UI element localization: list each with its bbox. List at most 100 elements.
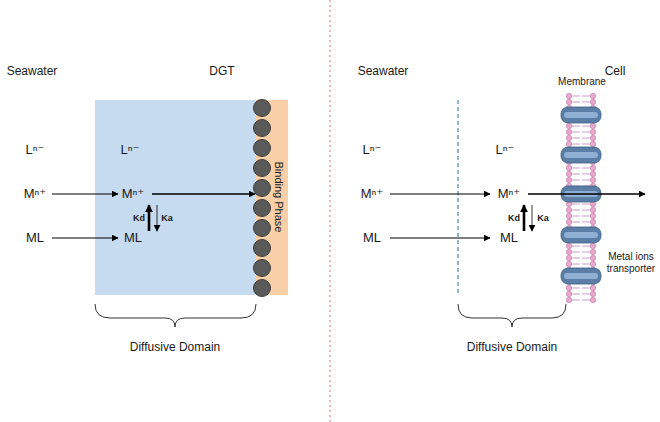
- rate-constant: Kd: [508, 213, 520, 223]
- transporter-label: Metal ions transporter: [604, 251, 658, 274]
- panel-title: Seawater: [7, 65, 58, 79]
- lipid-head: [590, 129, 595, 134]
- dissociation-arrow: [148, 205, 151, 231]
- lipid-head: [566, 219, 571, 224]
- transporter-protein: [561, 227, 601, 243]
- lipid-head: [566, 165, 571, 170]
- lipid-tail: [582, 294, 591, 295]
- flux-arrow: [390, 238, 490, 239]
- binding-bead: [254, 120, 271, 137]
- lipid-head: [566, 93, 571, 98]
- association-arrow: [532, 205, 533, 231]
- lipid-head: [590, 123, 595, 128]
- domain-bracket: [95, 304, 256, 327]
- lipid-tail: [582, 216, 591, 217]
- flux-arrow: [52, 238, 118, 239]
- binding-bead: [254, 200, 271, 217]
- lipid-tail: [571, 144, 580, 145]
- lipid-tail: [582, 96, 591, 97]
- lipid-tail: [582, 210, 591, 211]
- lipid-head: [590, 141, 595, 146]
- domain-bracket: [458, 304, 566, 327]
- diffusion-boundary: [457, 100, 458, 295]
- lipid-tail: [582, 288, 591, 289]
- lipid-head: [566, 255, 571, 260]
- lipid-tail: [571, 288, 580, 289]
- lipid-tail: [571, 222, 580, 223]
- panel-divider: [330, 0, 331, 422]
- species-label: Mⁿ⁺: [361, 187, 383, 202]
- transporter-protein: [561, 107, 601, 123]
- lipid-head: [566, 285, 571, 290]
- lipid-head: [566, 207, 571, 212]
- binding-bead: [254, 160, 271, 177]
- lipid-head: [566, 249, 571, 254]
- binding-bead: [254, 100, 271, 117]
- lipid-tail: [571, 132, 580, 133]
- lipid-tail: [571, 168, 580, 169]
- lipid-tail: [571, 294, 580, 295]
- uptake-arrow: [528, 193, 645, 195]
- lipid-head: [590, 99, 595, 104]
- membrane-label: Membrane: [558, 76, 606, 88]
- lipid-head: [590, 285, 595, 290]
- lipid-tail: [571, 264, 580, 265]
- lipid-tail: [582, 246, 591, 247]
- species-label: Mⁿ⁺: [498, 187, 520, 202]
- transporter-band: [564, 112, 598, 118]
- lipid-head: [590, 165, 595, 170]
- binding-bead: [254, 220, 271, 237]
- transporter-protein: [561, 268, 601, 284]
- species-label: ML: [26, 231, 44, 246]
- rate-constant: Ka: [161, 213, 173, 223]
- lipid-head: [590, 255, 595, 260]
- lipid-tail: [571, 102, 580, 103]
- domain-label: Diffusive Domain: [467, 341, 557, 355]
- panel-title: DGT: [209, 65, 234, 79]
- lipid-tail: [582, 300, 591, 301]
- flux-arrow: [390, 194, 490, 195]
- lipid-tail: [582, 126, 591, 127]
- lipid-head: [590, 171, 595, 176]
- lipid-tail: [582, 138, 591, 139]
- lipid-tail: [571, 174, 580, 175]
- binding-beads: [254, 100, 271, 297]
- species-label: Lⁿ⁻: [26, 143, 45, 158]
- species-label: Lⁿ⁻: [496, 143, 515, 158]
- transporter-protein: [561, 147, 601, 163]
- panel-title: Seawater: [358, 65, 409, 79]
- lipid-head: [566, 135, 571, 140]
- lipid-head: [566, 261, 571, 266]
- lipid-head: [566, 123, 571, 128]
- binding-bead: [254, 180, 271, 197]
- lipid-tail: [582, 252, 591, 253]
- lipid-head: [590, 291, 595, 296]
- lipid-tail: [571, 216, 580, 217]
- species-label: ML: [363, 231, 381, 246]
- flux-arrow: [152, 193, 255, 195]
- domain-label: Diffusive Domain: [130, 341, 220, 355]
- lipid-head: [566, 243, 571, 248]
- lipid-head: [590, 135, 595, 140]
- lipid-tail: [571, 126, 580, 127]
- lipid-head: [590, 249, 595, 254]
- lipid-tail: [571, 252, 580, 253]
- lipid-tail: [582, 180, 591, 181]
- lipid-head: [566, 177, 571, 182]
- lipid-tail: [582, 258, 591, 259]
- binding-bead: [254, 140, 271, 157]
- binding-bead: [254, 260, 271, 277]
- transporter-band: [564, 232, 598, 238]
- lipid-head: [566, 129, 571, 134]
- lipid-tail: [582, 174, 591, 175]
- lipid-tail: [571, 300, 580, 301]
- lipid-tail: [571, 210, 580, 211]
- lipid-tail: [571, 246, 580, 247]
- lipid-tail: [571, 96, 580, 97]
- lipid-head: [590, 297, 595, 302]
- lipid-head: [590, 207, 595, 212]
- binding-bead: [254, 280, 271, 297]
- panel-title: Cell: [605, 65, 626, 79]
- lipid-head: [590, 93, 595, 98]
